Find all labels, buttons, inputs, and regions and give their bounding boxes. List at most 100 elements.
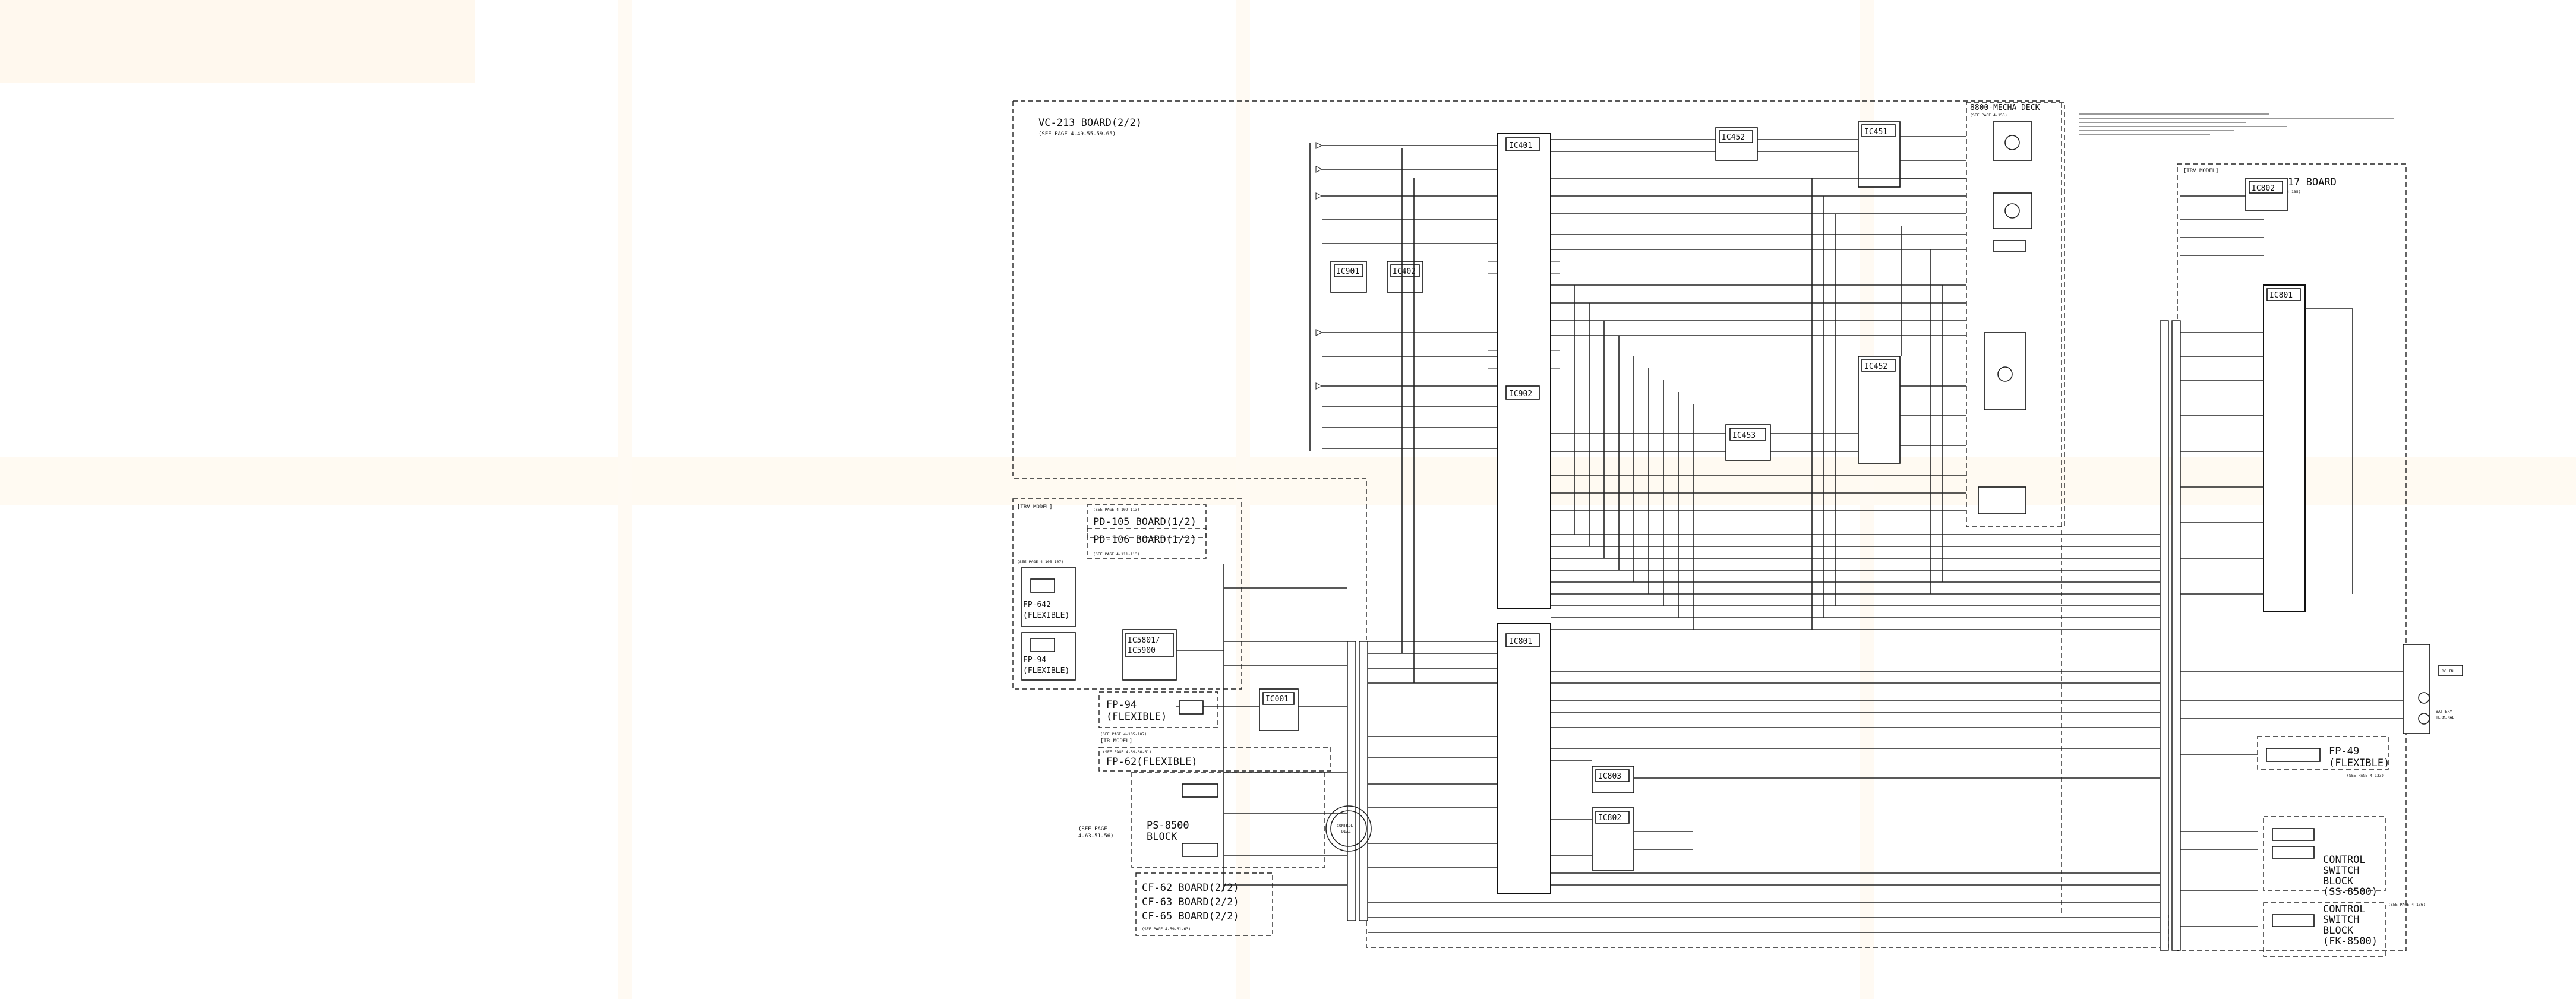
- ic001-box: [1259, 688, 1299, 731]
- ic451-box: [1858, 121, 1901, 188]
- fp94a-title: FP-94: [1023, 656, 1046, 665]
- ic402-label: IC402: [1393, 267, 1416, 276]
- ss8500-block: [2263, 816, 2386, 891]
- control-dial-label: CONTROL: [1337, 823, 1353, 828]
- ic5801-label: IC5801/: [1128, 636, 1160, 645]
- ic901-label: IC901: [1336, 267, 1359, 276]
- fk8500-block: [2263, 902, 2386, 957]
- trv-model-label: [TRV MODEL]: [1017, 504, 1053, 510]
- ps8500-block: [1131, 772, 1372, 868]
- ss-name: (SS-8500): [2323, 886, 2378, 898]
- control-dial-label-2: DIAL: [1341, 829, 1351, 834]
- fp49-see-page: (SEE PAGE 4-133): [2347, 773, 2384, 778]
- signal-wiring: [1176, 136, 2407, 933]
- ic801-body: [1497, 623, 1551, 894]
- mecha-deck-title: 8800-MECHA DECK: [1970, 103, 2040, 112]
- fp62-title: FP-62(FLEXIBLE): [1106, 756, 1198, 768]
- battery-terminal: [2403, 644, 2463, 734]
- background-tint-column-1: [618, 0, 632, 999]
- background-tint-middle-band: [0, 457, 2576, 505]
- ic802-dd-box: [2245, 178, 2288, 211]
- ps8500-title: PS-8500: [1147, 820, 1189, 832]
- pd105-title: PD-105 BOARD(1/2): [1093, 516, 1197, 528]
- ss-see-page: (SEE PAGE 4-136): [2388, 902, 2426, 907]
- ic452-top-box: [1715, 127, 1758, 161]
- ic902-box: [1505, 385, 1540, 400]
- pd105-board: [1087, 504, 1207, 538]
- pd105-see-page: (SEE PAGE 4-109-113): [1093, 507, 1139, 512]
- ic5900-label: IC5900: [1128, 646, 1156, 655]
- ic803-box: [1592, 766, 1634, 793]
- fp642-title: FP-642: [1023, 600, 1051, 609]
- mecha-deck-outline: [1966, 102, 2065, 527]
- cf65-title: CF-65 BOARD(2/2): [1142, 911, 1239, 922]
- left-see-page: (SEE PAGE 4-105-107): [1017, 559, 1063, 564]
- fk-title-1: CONTROL: [2323, 903, 2366, 915]
- ic001-label: IC001: [1265, 695, 1289, 704]
- ic453-box: [1725, 424, 1771, 461]
- ps8500-see-label: (SEE PAGE: [1078, 826, 1107, 832]
- vc213-board-see-page: (SEE PAGE 4-49-55-59-65): [1038, 131, 1116, 137]
- ic801-dd-body: [2263, 284, 2306, 612]
- ic452-mid-box: [1858, 356, 1901, 464]
- fk-name: (FK-8500): [2323, 935, 2378, 947]
- ic801-label: IC801: [1509, 637, 1532, 646]
- ic402-box: [1387, 261, 1423, 293]
- cf-boards-box: [1135, 872, 1273, 936]
- trv-model-outline: [1012, 498, 1242, 690]
- mecha-deck-motors: [1978, 121, 2032, 514]
- cf62-title: CF-62 BOARD(2/2): [1142, 882, 1239, 894]
- fk-title-3: BLOCK: [2323, 925, 2354, 937]
- mecha-deck-see-page: (SEE PAGE 4-153): [1970, 113, 2007, 118]
- fp49-box: [2257, 736, 2389, 770]
- fp94a-flex-label: (FLEXIBLE): [1023, 666, 1069, 675]
- fp94b-box: [1098, 691, 1218, 728]
- fp49-flex-label: (FLEXIBLE): [2329, 757, 2389, 769]
- pin-tick-marks: [1488, 261, 1560, 369]
- ic451-label: IC451: [1864, 128, 1887, 137]
- ic5801-box: [1122, 629, 1177, 681]
- cf63-title: CF-63 BOARD(2/2): [1142, 896, 1239, 908]
- ic803-label: IC803: [1598, 772, 1621, 781]
- cf-see-page: (SEE PAGE 4-59-61-63): [1142, 927, 1191, 931]
- pd106-title: PD-106 BOARD(1/2): [1093, 534, 1197, 546]
- fp62-box: [1098, 747, 1331, 772]
- fp642-flex-label: (FLEXIBLE): [1023, 611, 1069, 620]
- ps8500-subtitle: BLOCK: [1147, 831, 1177, 843]
- fp94a-box: [1021, 632, 1076, 681]
- fp94b-see-page: (SEE PAGE 4-105-107): [1100, 732, 1147, 736]
- battery-label-2: TERMINAL: [2436, 715, 2454, 720]
- vc213-board-title: VC-213 BOARD(2/2): [1038, 117, 1142, 129]
- ss-title-2: SWITCH: [2323, 865, 2359, 877]
- ic801-dd-label: IC801: [2269, 291, 2293, 300]
- pd106-see-page: (SEE PAGE 4-111-113): [1093, 552, 1139, 557]
- dc-in-label: DC IN: [2442, 669, 2454, 674]
- battery-label: BATTERY: [2436, 709, 2452, 714]
- ic901-box: [1330, 261, 1367, 293]
- ic802-label: IC802: [1598, 814, 1621, 823]
- ic401-body: [1497, 133, 1551, 609]
- ss-title-3: BLOCK: [2323, 875, 2354, 887]
- fp49-title: FP-49: [2329, 745, 2359, 757]
- fp62-see-page: (SEE PAGE 4-59-60-61): [1103, 750, 1151, 754]
- ic452-top-label: IC452: [1722, 133, 1745, 142]
- fp94b-flex-label: (FLEXIBLE): [1106, 711, 1167, 723]
- ic401-label: IC401: [1509, 141, 1532, 150]
- connector-bus-left: [1347, 641, 1368, 921]
- ic453-label: IC453: [1732, 431, 1756, 440]
- fp642-box: [1021, 567, 1076, 627]
- ic452-mid-label: IC452: [1864, 362, 1887, 371]
- fk-title-2: SWITCH: [2323, 914, 2359, 926]
- dd117-model-label: [TRV MODEL]: [2183, 168, 2219, 174]
- notes-block: [2079, 113, 2394, 135]
- fp94b-title: FP-94: [1106, 699, 1137, 711]
- ic802-dd-label: IC802: [2252, 184, 2275, 193]
- tr-model-label: [TR MODEL]: [1100, 738, 1132, 744]
- background-tint-top-left: [0, 0, 475, 83]
- ps8500-see-pages: 4-63-51-56): [1078, 833, 1114, 839]
- ss-title-1: CONTROL: [2323, 854, 2366, 866]
- ic802-box: [1592, 807, 1634, 871]
- ic902-label: IC902: [1509, 390, 1532, 399]
- pd106-board: [1087, 528, 1207, 559]
